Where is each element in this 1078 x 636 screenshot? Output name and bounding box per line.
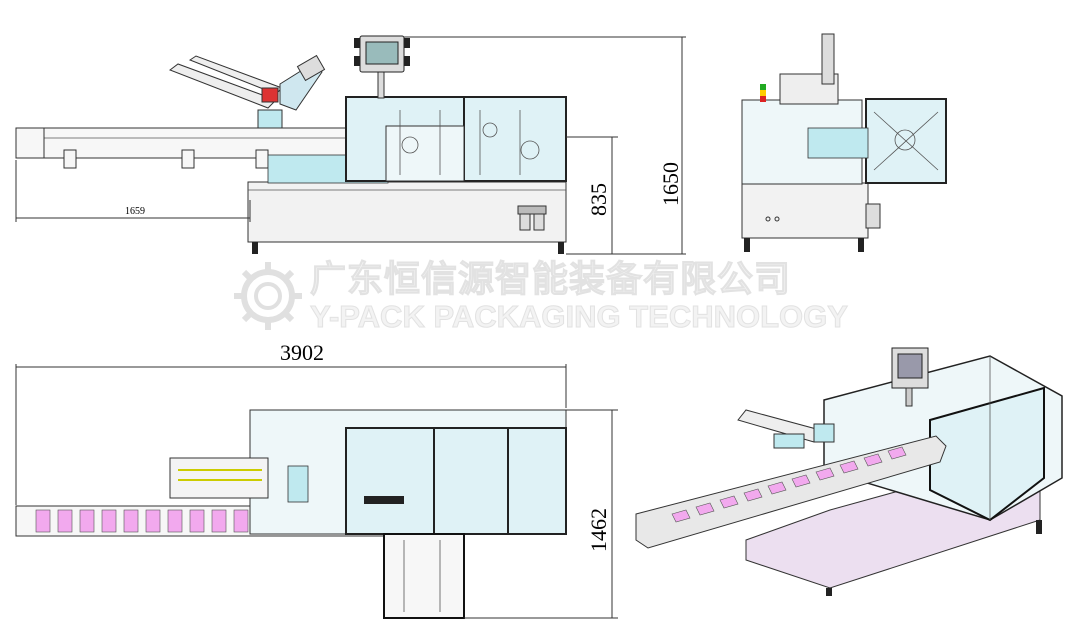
watermark-company-en: Y-PACK PACKAGING TECHNOLOGY [310,299,848,334]
top-dim-length-label: 3902 [280,340,324,365]
top-dim-length: 3902 [15,340,567,505]
front-dim-total-height-label: 1650 [658,162,683,206]
top-carton-magazine [169,457,269,499]
front-carton-magazine [168,54,326,129]
watermark-company-cn: 广东恒信源智能装备有限公司 [310,259,791,300]
gear-logo-icon [234,262,302,330]
watermark: 广东恒信源智能装备有限公司 Y-PACK PACKAGING TECHNOLOG… [234,259,849,335]
front-guard-door-2 [463,96,567,182]
side-view [741,33,947,252]
front-hmi-panel [354,35,410,99]
top-dim-depth-label: 1462 [586,508,611,552]
iso-hmi-panel [891,347,929,407]
front-view: 1659 835 1650 [15,35,686,255]
top-dim-depth: 1462 [464,409,618,619]
front-dim-table-height-label: 835 [586,183,611,216]
front-conveyor-rail [15,127,387,159]
top-view: 3902 [15,340,618,619]
side-base-cabinet [741,182,869,239]
front-dim-conveyor: 1659 [15,160,251,222]
iso-conveyor-products [671,446,907,523]
side-signal-light-icon [760,84,766,102]
front-base-cabinet [247,181,567,243]
front-dim-total-height: 1650 [404,36,686,255]
front-dim-table-height: 835 [566,136,618,255]
front-air-filter-unit [517,205,547,231]
top-discharge-section [383,533,465,619]
front-dim-conveyor-label: 1659 [125,206,145,217]
isometric-view [635,347,1063,596]
